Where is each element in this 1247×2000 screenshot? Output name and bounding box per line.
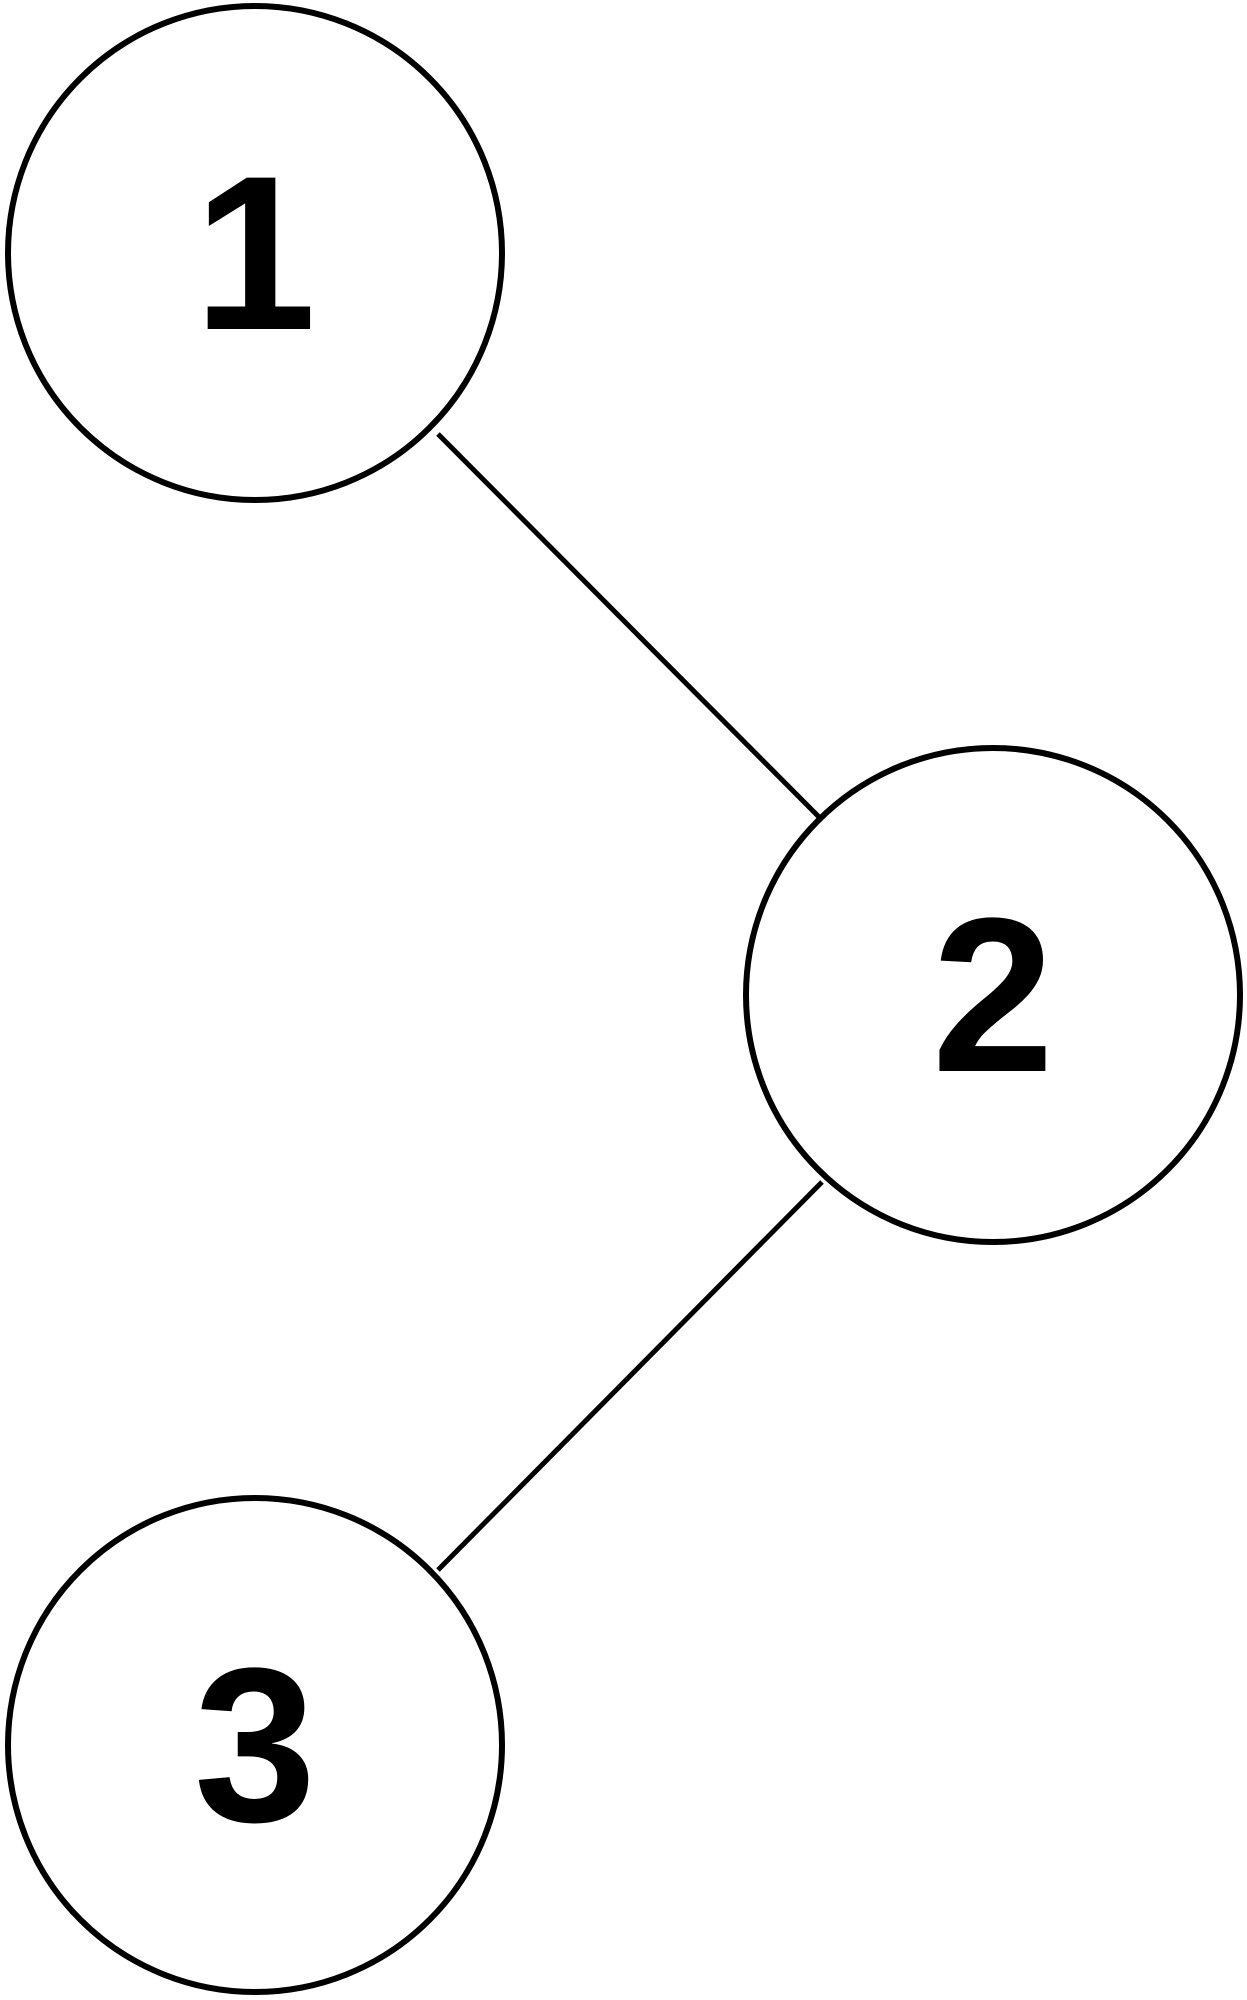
tree-node-3: 3 [5,1495,505,1995]
edge-1-2 [436,432,824,822]
tree-node-2: 2 [743,745,1243,1245]
edge-2-3 [436,1180,824,1572]
tree-node-1: 1 [5,3,505,503]
node-2-label: 2 [932,872,1054,1118]
node-1-label: 1 [194,130,316,376]
node-3-label: 3 [194,1622,316,1868]
node-3-circle [5,1495,505,1995]
node-1-circle [5,3,505,503]
node-2-circle [743,745,1243,1245]
